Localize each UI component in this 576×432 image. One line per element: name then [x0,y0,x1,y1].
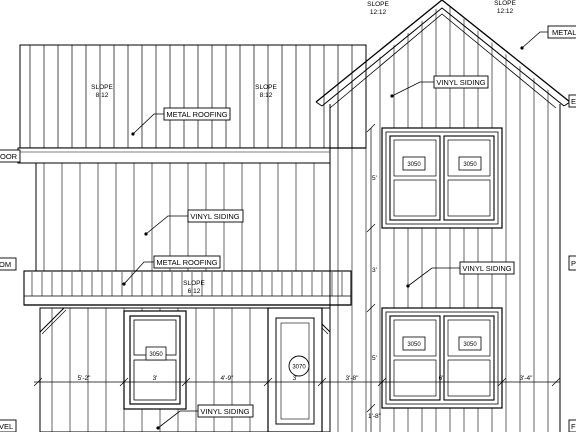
slope-label-gable-right: SLOPE 12:12 [494,0,516,15]
level-marker-right-2: P [568,255,576,271]
callout-metal-gable-top: METAL [520,25,576,50]
dim-h3: 4'-9" [221,375,235,382]
callout-vinyl-siding-mid: VINYL SIDING [144,209,244,236]
svg-text:SLOPE: SLOPE [255,84,277,91]
svg-text:METAL: METAL [552,28,576,37]
dim-v2: 3' [372,267,377,274]
dim-h2: 3' [153,375,158,382]
svg-text:12:12: 12:12 [497,8,514,15]
callout-vinyl-siding-right: VINYL SIDING [406,261,515,288]
svg-text:8:12: 8:12 [260,92,273,99]
dim-h1: 5'-2" [78,375,92,382]
svg-text:VINYL SIDING: VINYL SIDING [200,407,249,416]
level-marker-right-1: E [568,94,576,108]
door-tag: 3070 [292,365,306,371]
svg-text:SLOPE: SLOPE [367,1,389,8]
slope-label-upper-right: SLOPE 8:12 [255,84,277,99]
dim-h5: 3'-8" [346,375,360,382]
svg-text:SLOPE: SLOPE [494,0,516,7]
middle-wall-siding [35,162,331,272]
svg-text:VINYL SIDING: VINYL SIDING [462,264,511,273]
front-door: 3070 [267,307,323,432]
svg-text:METAL ROOFING: METAL ROOFING [156,258,217,267]
dim-h7: 3'-4" [520,375,534,382]
slope-label-porch: SLOPE 6:12 [183,280,205,295]
svg-text:E: E [571,97,576,106]
svg-text:SLOPE: SLOPE [183,280,205,287]
svg-text:OOR: OOR [0,152,18,161]
window-tag-upper-right: 3050 [463,162,477,168]
vertical-dimension [366,123,376,432]
svg-text:VEL: VEL [0,422,13,431]
dim-v4: 1'-8" [368,413,382,420]
svg-text:VINYL SIDING: VINYL SIDING [190,212,239,221]
callout-vinyl-siding-gable: VINYL SIDING [390,75,489,98]
gable-window-upper: 3050 3050 [381,127,503,229]
svg-text:VINYL SIDING: VINYL SIDING [436,78,485,87]
level-marker-left-2: OM [0,257,17,271]
window-tag-lower-right: 3050 [463,342,477,348]
svg-text:F: F [571,422,576,431]
level-marker-left-1: OOR [0,149,21,163]
svg-text:SLOPE: SLOPE [91,84,113,91]
ground-window: 3050 [123,310,187,410]
upper-metal-roof [19,44,367,149]
dim-v1: 5' [372,175,377,182]
window-tag-ground: 3050 [149,352,163,358]
svg-text:P: P [571,259,576,268]
level-marker-left-3: VEL [0,419,17,432]
svg-text:6:12: 6:12 [188,288,201,295]
gable-window-lower: 3050 3050 [381,307,503,409]
slope-label-gable-left: SLOPE 12:12 [367,1,389,16]
horizontal-dimension [33,377,561,387]
slope-label-upper-left: SLOPE 8:12 [91,84,113,99]
eave-band [17,147,331,164]
callout-metal-roofing-upper: METAL ROOFING [131,107,231,136]
svg-text:12:12: 12:12 [370,9,387,16]
callout-metal-roofing-porch: METAL ROOFING [122,255,221,286]
dim-h6: 6' [439,375,444,382]
window-tag-lower-left: 3050 [407,342,421,348]
dim-v3: 5' [372,355,377,362]
dim-h4: 3' [293,375,298,382]
callout-vinyl-siding-bottom: VINYL SIDING [156,404,254,430]
level-marker-right-3: F [568,419,576,432]
porch-roof [23,270,352,306]
svg-text:METAL ROOFING: METAL ROOFING [166,110,227,119]
window-tag-upper-left: 3050 [407,162,421,168]
svg-text:8:12: 8:12 [96,92,109,99]
svg-text:OM: OM [0,260,11,269]
